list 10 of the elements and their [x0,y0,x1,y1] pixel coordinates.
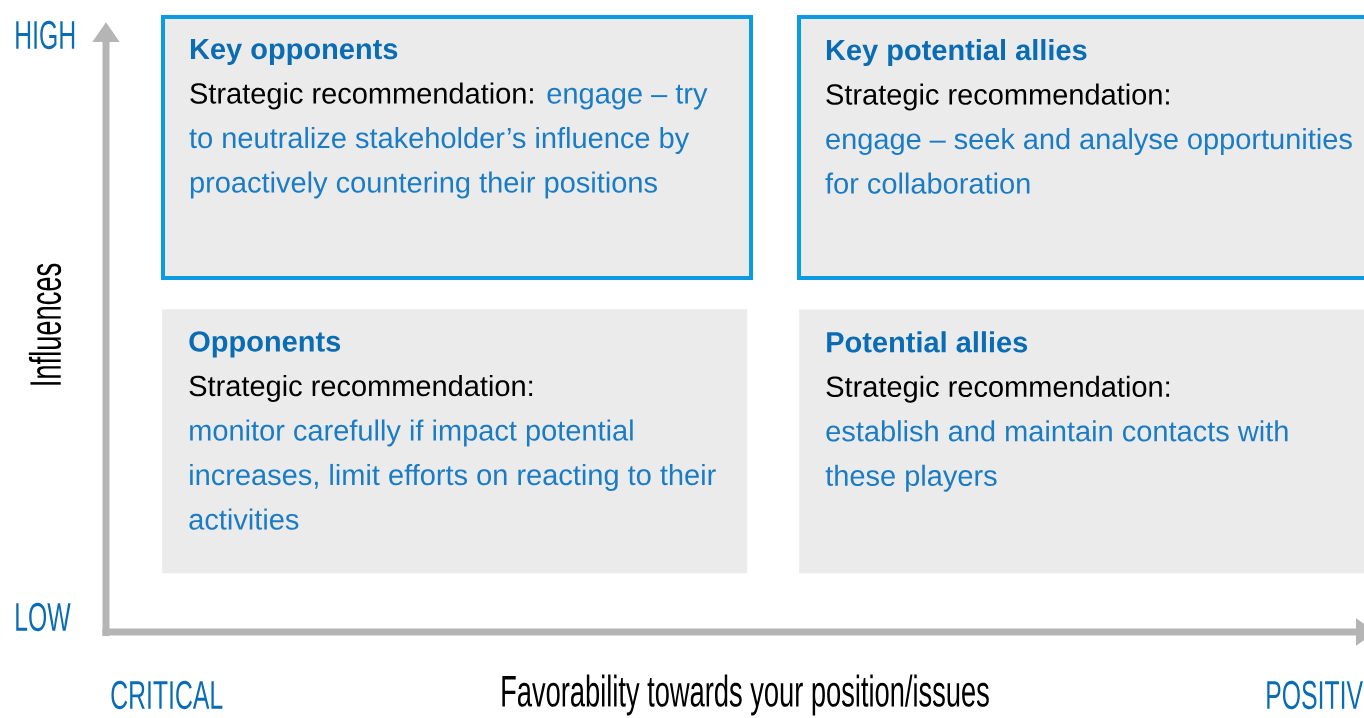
quadrant-box: Potential allies Strategic recommendation: establish and maintain contacts with these players [799,309,1364,574]
quadrant-box: Opponents Strategic recommendation: monitor carefully if impact potential increases, limit efforts on reacting to their activities [162,309,748,574]
quadrant-box: Key opponents Strategic recommendation: engage – try to neutralize stakeholder’s influence by proactively countering their positions [161,15,753,280]
axis-label: Favorability towards your position/issues [502,674,989,716]
axis-end-label: POSITIV [1267,680,1363,710]
axis-end-label: HIGH [16,20,75,50]
quadrant-box: Key potential allies Strategic recommendation: engage – seek and analyse opportunities for collaboration [797,15,1364,280]
axis-end-label: LOW [16,602,71,632]
axis-end-label: CRITICAL [111,680,223,710]
axis-label: Influences [28,263,62,385]
